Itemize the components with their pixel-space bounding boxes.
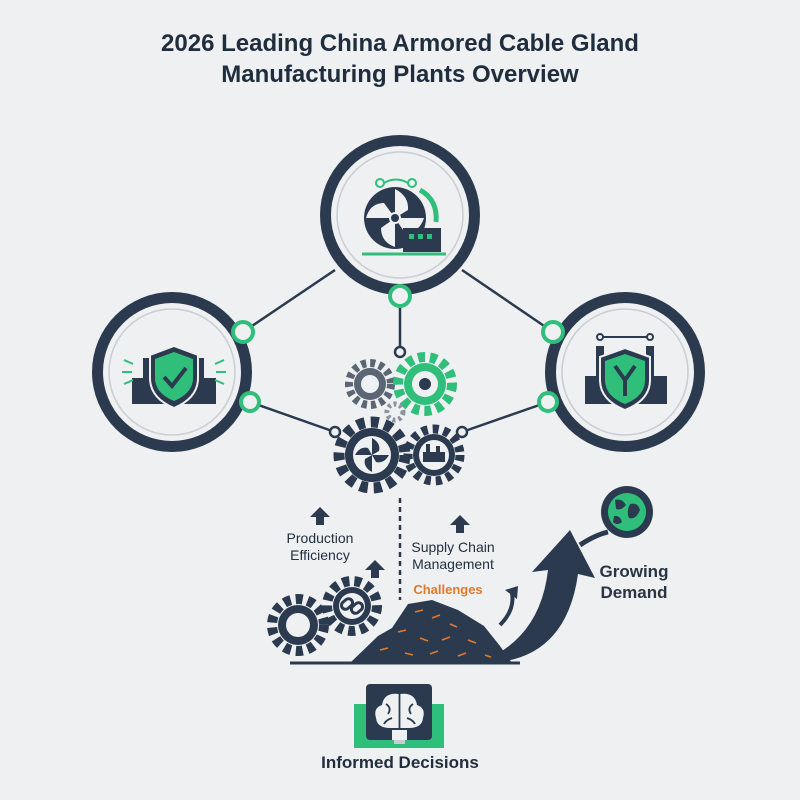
growing-label-line1: Growing <box>599 562 669 581</box>
growing-label-line2: Demand <box>600 583 668 602</box>
factory-shield-y-icon <box>585 333 667 412</box>
up-arrows <box>310 507 470 578</box>
brain-bulb-icon <box>354 684 444 748</box>
right-node <box>545 292 705 452</box>
gear-green <box>393 352 457 416</box>
gear-cluster-icon <box>333 352 465 494</box>
gear-pair-icon <box>267 576 382 656</box>
factory-shield-check-icon <box>122 344 226 410</box>
top-node <box>320 135 480 295</box>
rubble-pile <box>350 600 512 663</box>
chain-link-icon <box>339 597 365 615</box>
connector-dots <box>231 284 565 439</box>
connector-lines <box>242 268 554 600</box>
gear-tiny <box>384 401 406 423</box>
production-label-line2: Efficiency <box>290 547 350 563</box>
production-efficiency-label: Production Efficiency <box>275 530 365 564</box>
challenges-label: Challenges <box>413 582 483 597</box>
title-line-2: Manufacturing Plants Overview <box>221 61 579 88</box>
factory-fan-icon <box>362 178 446 256</box>
growing-demand-label: Growing Demand <box>592 561 676 603</box>
gear-chain-link <box>322 576 382 636</box>
gear-bottom-left <box>267 594 329 656</box>
page-title: 2026 Leading China Armored Cable Gland M… <box>0 28 800 90</box>
globe-icon <box>601 486 653 538</box>
supply-chain-management-label: Supply Chain Management <box>403 539 503 573</box>
left-node <box>92 292 252 452</box>
gear-small-left <box>345 359 395 409</box>
gear-factory <box>403 424 465 486</box>
title-line-1: 2026 Leading China Armored Cable Gland <box>161 30 639 57</box>
growth-arrow-icon <box>478 529 609 663</box>
gear-large-fan <box>333 416 411 494</box>
supply-label-line1: Supply Chain <box>411 539 495 555</box>
production-label-line1: Production <box>286 530 354 546</box>
informed-decisions-label: Informed Decisions <box>321 753 479 772</box>
supply-label-line2: Management <box>412 556 494 572</box>
